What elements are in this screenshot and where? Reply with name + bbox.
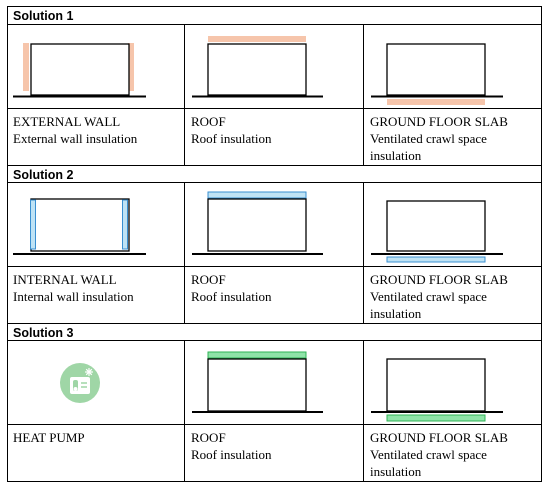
cell-description: insulation (370, 464, 422, 479)
building-outline (30, 43, 130, 96)
cell-description: insulation (370, 148, 422, 163)
building-outline (207, 358, 307, 412)
row-divider (8, 266, 541, 267)
roof-insulation (207, 191, 307, 199)
cell-label: ROOF (191, 430, 226, 445)
building-outline (207, 198, 307, 252)
insulation-solutions-table: Solution 1 Solution 2 Solution 3 (7, 6, 542, 482)
cell-description: Ventilated crawl space (370, 447, 487, 462)
cell-description: Ventilated crawl space (370, 289, 487, 304)
cell-description: Ventilated crawl space (370, 131, 487, 146)
column-divider (184, 183, 185, 324)
solution-1-header: Solution 1 (8, 7, 541, 25)
solution-2-header: Solution 2 (8, 165, 541, 183)
slab-insulation (386, 414, 486, 422)
building-outline (386, 200, 486, 252)
column-divider (184, 25, 185, 166)
column-divider (363, 341, 364, 482)
cell-description: External wall insulation (13, 131, 138, 146)
heat-pump-icon (60, 363, 100, 403)
internal-insulation-right (122, 199, 128, 250)
cell-description: Internal wall insulation (13, 289, 134, 304)
cell-external-wall: EXTERNAL WALL External wall insulation (13, 113, 183, 147)
cell-roof: ROOF Roof insulation (191, 271, 361, 305)
roof-diagram (192, 191, 323, 255)
ground-floor-slab-diagram (371, 358, 503, 422)
slab-insulation (386, 256, 486, 263)
external-wall-diagram (13, 43, 146, 98)
row-divider (8, 424, 541, 425)
cell-label: GROUND FLOOR SLAB (370, 114, 508, 129)
solution-3-header: Solution 3 (8, 323, 541, 341)
roof-insulation (208, 36, 306, 42)
cell-label: EXTERNAL WALL (13, 114, 121, 129)
column-divider (363, 183, 364, 324)
cell-label: HEAT PUMP (13, 430, 85, 445)
internal-insulation-left (30, 199, 36, 250)
snowflake-icon (85, 368, 93, 376)
slab-insulation (387, 99, 485, 105)
insulation-diagrams (13, 36, 503, 422)
roof-insulation (207, 351, 307, 359)
column-divider (363, 25, 364, 166)
cell-roof: ROOF Roof insulation (191, 113, 361, 147)
cell-description: insulation (370, 306, 422, 321)
internal-wall-diagram (13, 198, 146, 255)
cell-ground-floor-slab: GROUND FLOOR SLAB Ventilated crawl space… (370, 429, 540, 480)
building-outline (207, 43, 307, 96)
row-divider (8, 108, 541, 109)
cell-label: INTERNAL WALL (13, 272, 117, 287)
cell-internal-wall: INTERNAL WALL Internal wall insulation (13, 271, 183, 305)
heat-pump-thermometer-bulb (73, 387, 78, 391)
cell-label: ROOF (191, 272, 226, 287)
cell-roof: ROOF Roof insulation (191, 429, 361, 463)
ground-floor-slab-diagram (371, 200, 503, 263)
roof-diagram (192, 351, 323, 413)
cell-description: Roof insulation (191, 131, 272, 146)
roof-diagram (192, 36, 323, 98)
ground-floor-slab-diagram (371, 43, 503, 105)
cell-description: Roof insulation (191, 289, 272, 304)
cell-heat-pump: HEAT PUMP (13, 429, 183, 446)
building-outline (386, 43, 486, 96)
external-insulation-left (23, 43, 29, 91)
building-outline (30, 198, 130, 252)
external-insulation-right (128, 43, 134, 91)
column-divider (184, 341, 185, 482)
cell-label: GROUND FLOOR SLAB (370, 272, 508, 287)
cell-description: Roof insulation (191, 447, 272, 462)
cell-ground-floor-slab: GROUND FLOOR SLAB Ventilated crawl space… (370, 271, 540, 322)
cell-ground-floor-slab: GROUND FLOOR SLAB Ventilated crawl space… (370, 113, 540, 164)
cell-label: GROUND FLOOR SLAB (370, 430, 508, 445)
building-outline (386, 358, 486, 412)
cell-label: ROOF (191, 114, 226, 129)
